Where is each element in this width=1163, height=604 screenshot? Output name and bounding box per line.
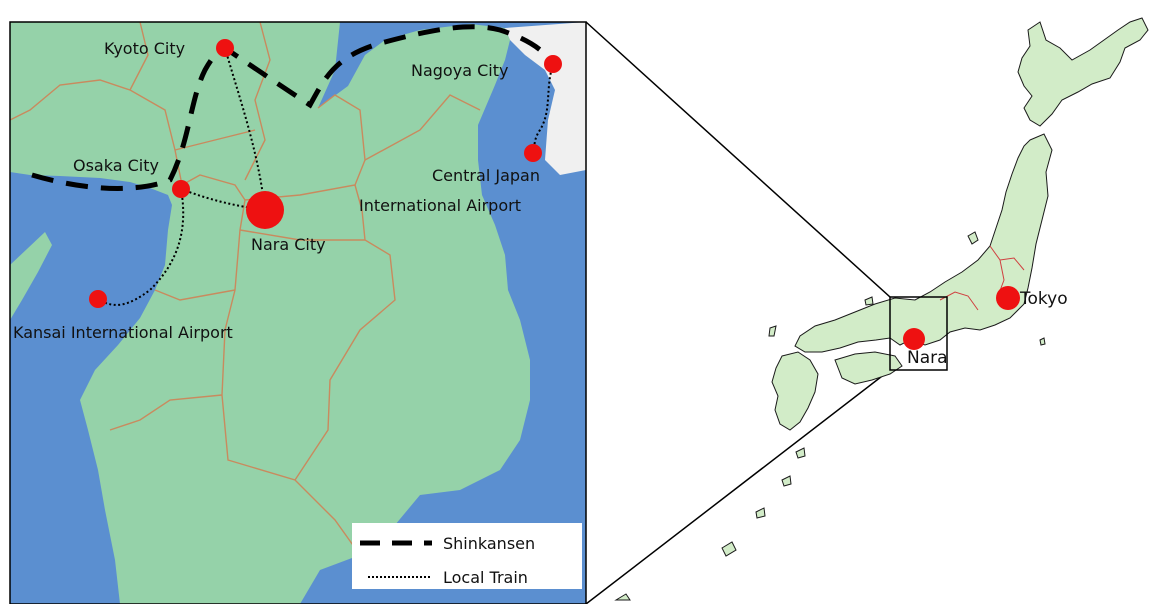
- island-tsushima: [768, 325, 777, 337]
- japan-map: [614, 17, 1149, 601]
- prefecture-boundaries: [10, 22, 481, 556]
- inset-land-other: [505, 22, 586, 175]
- inset-frame: [9, 21, 587, 604]
- japan-nara-marker: [903, 328, 925, 350]
- shinkansen-line: [31, 24, 556, 191]
- inset-land-kansai: [10, 22, 530, 604]
- nagoya-marker: [544, 55, 562, 73]
- island-sado: [967, 231, 979, 245]
- kyoto-label: Kyoto City: [104, 39, 185, 58]
- osaka-label: Osaka City: [73, 156, 159, 175]
- central-japan-airport-label-line1: Central Japan: [432, 166, 540, 185]
- japan-nara-label: Nara: [907, 348, 948, 368]
- japan-tokyo-marker: [996, 286, 1020, 310]
- nara-marker: [246, 191, 284, 229]
- shikoku: [834, 351, 903, 385]
- japan-tokyo-label: Tokyo: [1019, 289, 1068, 309]
- city-markers: [89, 39, 562, 308]
- inset-labels: Kyoto City Nagoya City Osaka City Nara C…: [13, 39, 540, 342]
- zoom-line-top: [585, 21, 891, 298]
- island-oki: [864, 296, 874, 306]
- nagoya-label: Nagoya City: [411, 61, 508, 80]
- legend-background: [352, 523, 582, 589]
- island-south-1: [795, 447, 806, 459]
- osaka-marker: [172, 180, 190, 198]
- island-south-2: [781, 475, 792, 487]
- central-japan-airport-marker: [524, 144, 542, 162]
- island-south-4: [721, 541, 737, 557]
- legend: Shinkansen Local Train: [352, 523, 582, 589]
- island-izu: [1039, 337, 1046, 346]
- kyushu: [771, 351, 819, 431]
- island-south-3: [755, 507, 766, 519]
- hokkaido: [1017, 17, 1149, 127]
- nara-city-label: Nara City: [251, 235, 326, 254]
- inset-land-west: [10, 232, 52, 320]
- kansai-airport-label: Kansai International Airport: [13, 323, 233, 342]
- zoom-line-bottom: [585, 369, 891, 604]
- legend-shinkansen-label: Shinkansen: [443, 534, 535, 553]
- nara-focus-box: [889, 296, 948, 371]
- legend-local-train-label: Local Train: [443, 568, 528, 587]
- inset-map: Kyoto City Nagoya City Osaka City Nara C…: [10, 22, 586, 604]
- honshu: [794, 133, 1053, 353]
- kansai-airport-marker: [89, 290, 107, 308]
- kyoto-marker: [216, 39, 234, 57]
- central-japan-airport-label-line2: International Airport: [359, 196, 521, 215]
- island-south-5: [614, 593, 631, 601]
